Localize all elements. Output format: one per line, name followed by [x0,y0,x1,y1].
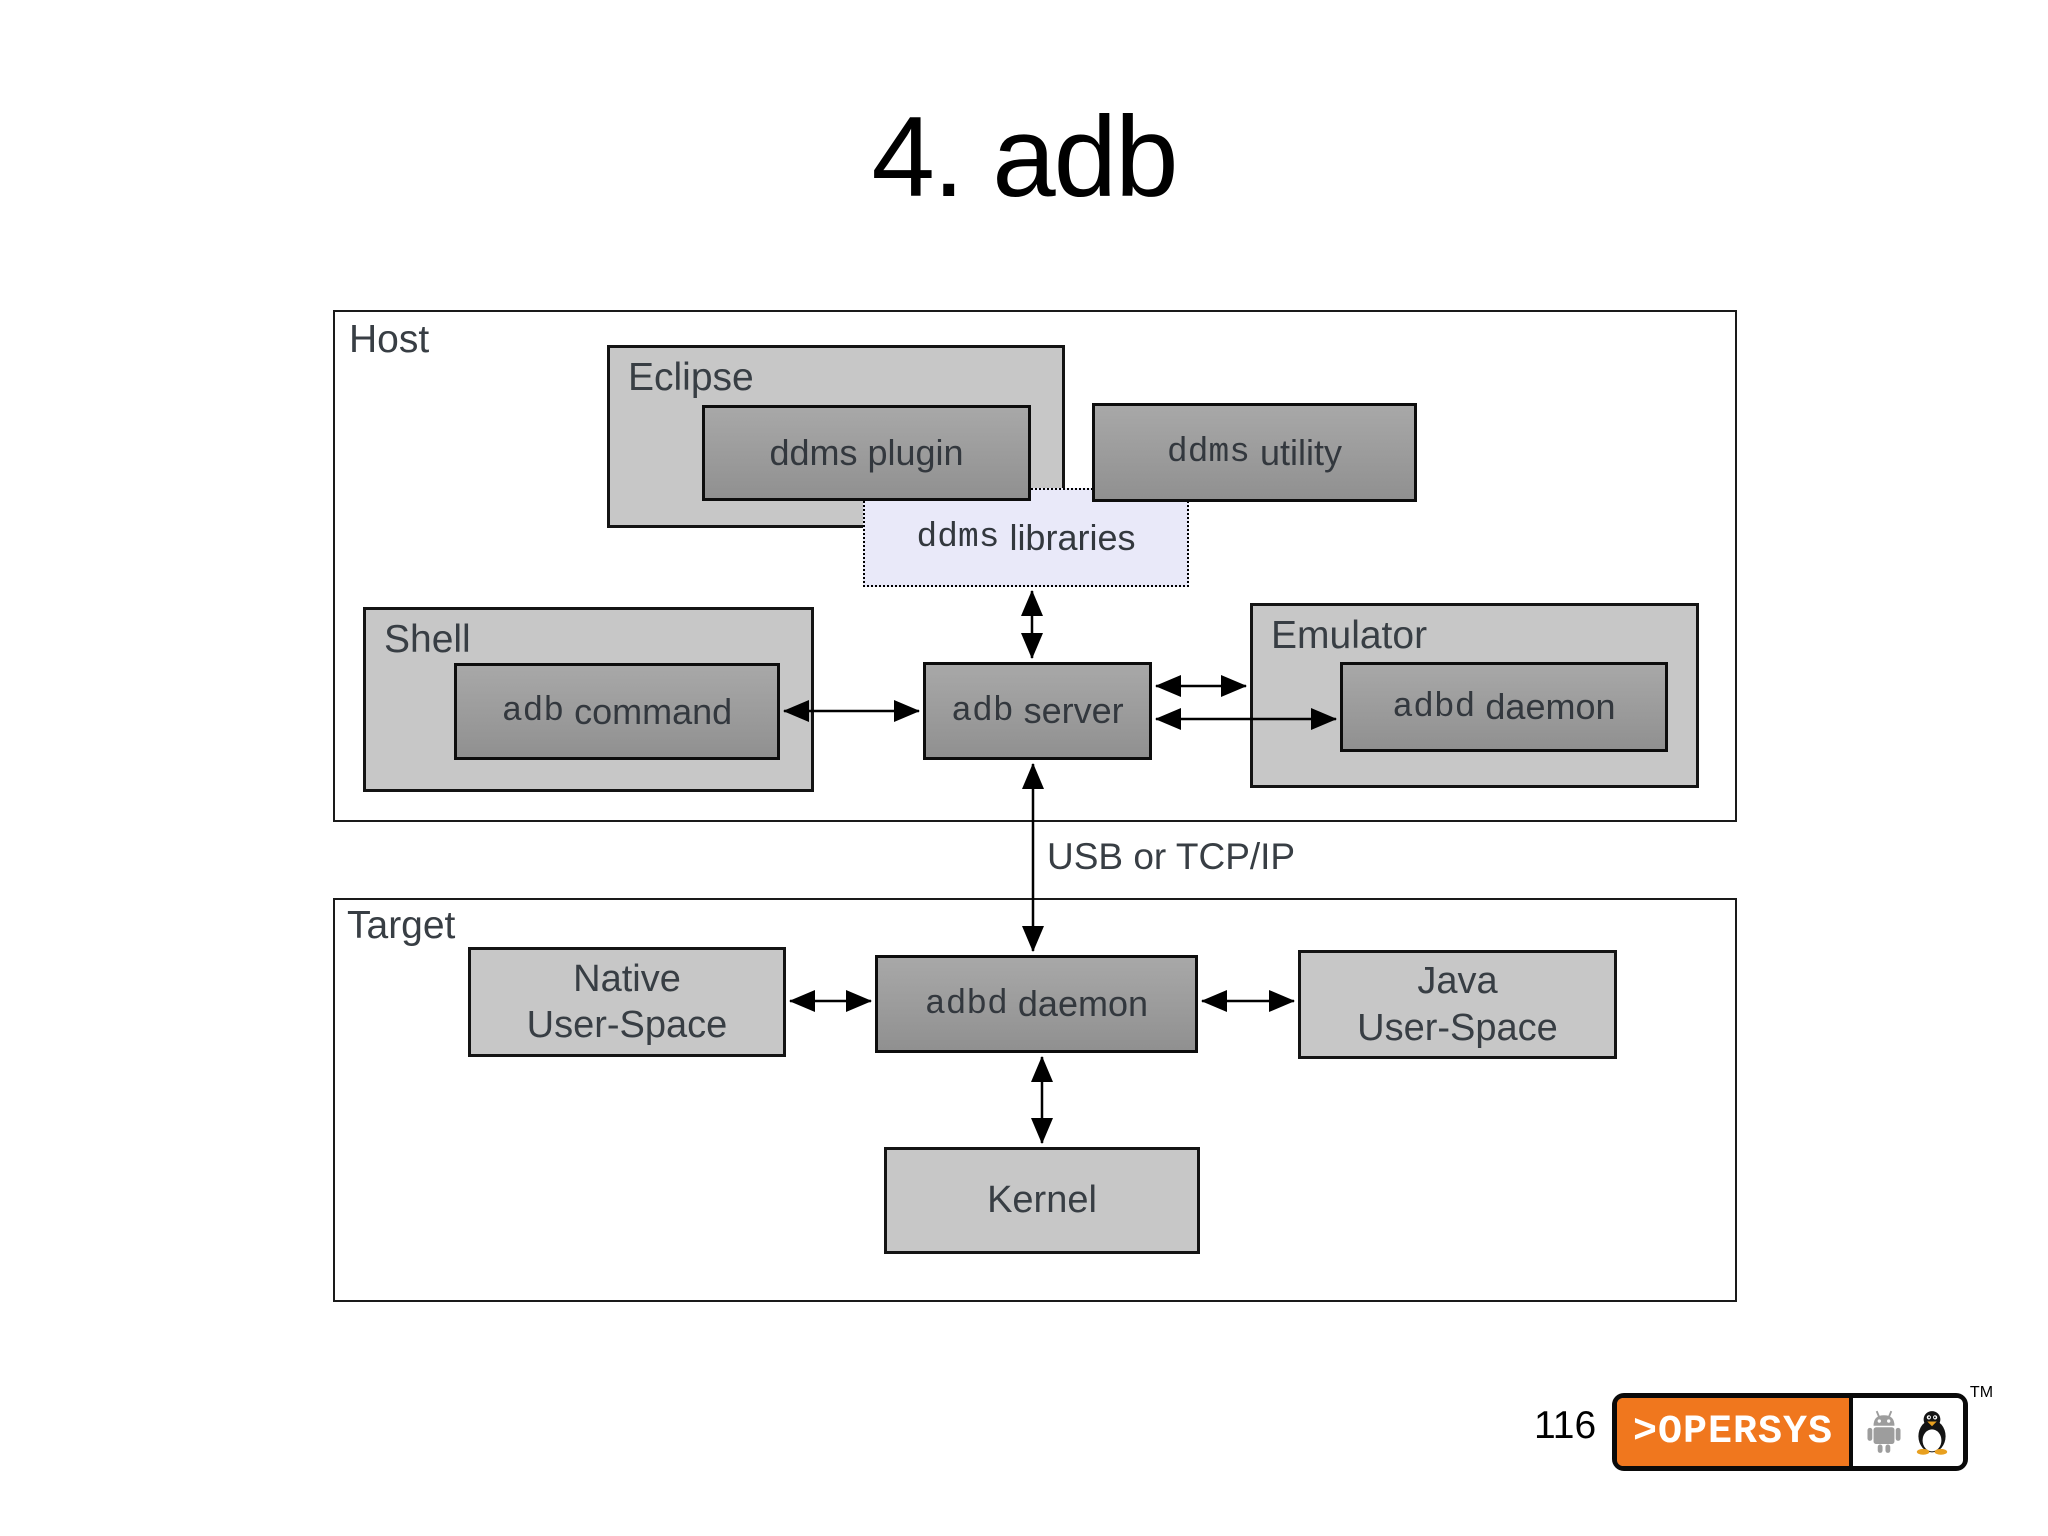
adbd-daemon-target-label-mono: adbd [924,984,1008,1024]
usb-tcpip-label: USB or TCP/IP [1047,836,1296,877]
adbd-daemon-target-label-rest: daemon [1007,983,1149,1024]
kernel-box: Kernel [884,1147,1200,1254]
opersys-logo: >OPERSYS [1612,1384,1993,1471]
native-user-space-box: Native User-Space [468,947,786,1057]
java-user-space-line2: User-Space [1357,1006,1558,1049]
page-number: 116 [1534,1404,1597,1447]
ddms-libraries-label-rest: libraries [999,516,1136,558]
java-user-space-line1: Java [1417,960,1498,1003]
ddms-utility-label-rest: utility [1249,431,1342,473]
kernel-label: Kernel [987,1179,1097,1221]
eclipse-label: Eclipse [628,356,754,399]
adb-server-label-mono: adb [951,691,1014,731]
opersys-logo-icon-panel [1849,1398,1964,1466]
ddms-plugin-label: ddms plugin [769,432,964,473]
ddms-libraries-box: ddms libraries [863,488,1189,587]
adb-server-box: adb server [923,662,1152,760]
native-user-space-line1: Native [573,957,681,1000]
android-robot-icon [1867,1410,1901,1453]
emulator-label: Emulator [1271,614,1428,657]
tux-penguin-icon [1916,1411,1948,1455]
opersys-logo-orange-panel: >OPERSYS [1617,1398,1850,1466]
ddms-libraries-label-mono: ddms [916,518,1000,557]
adb-command-label-mono: adb [501,692,565,731]
trademark-label: TM [1969,1384,1994,1401]
ddms-plugin-box: ddms plugin [702,405,1031,501]
ddms-utility-label-mono: ddms [1167,433,1250,472]
adbd-daemon-host-box: adbd daemon [1340,662,1668,752]
java-user-space-box: Java User-Space [1298,950,1617,1059]
native-user-space-line2: User-Space [526,1004,728,1046]
ddms-utility-box: ddms utility [1092,403,1417,502]
adbd-daemon-target-box: adbd daemon [875,955,1198,1053]
shell-label: Shell [384,618,471,661]
slide-title: 4. adb [871,94,1179,221]
adbd-daemon-host-label-mono: adbd [1392,687,1476,727]
adb-command-box: adb command [454,663,780,760]
adb-server-label-rest: server [1013,690,1124,731]
target-label: Target [347,904,456,947]
opersys-logo-text: >OPERSYS [1633,1409,1834,1455]
host-label: Host [349,318,430,361]
adb-command-label-rest: command [564,690,733,732]
adbd-daemon-host-label-rest: daemon [1475,686,1616,727]
